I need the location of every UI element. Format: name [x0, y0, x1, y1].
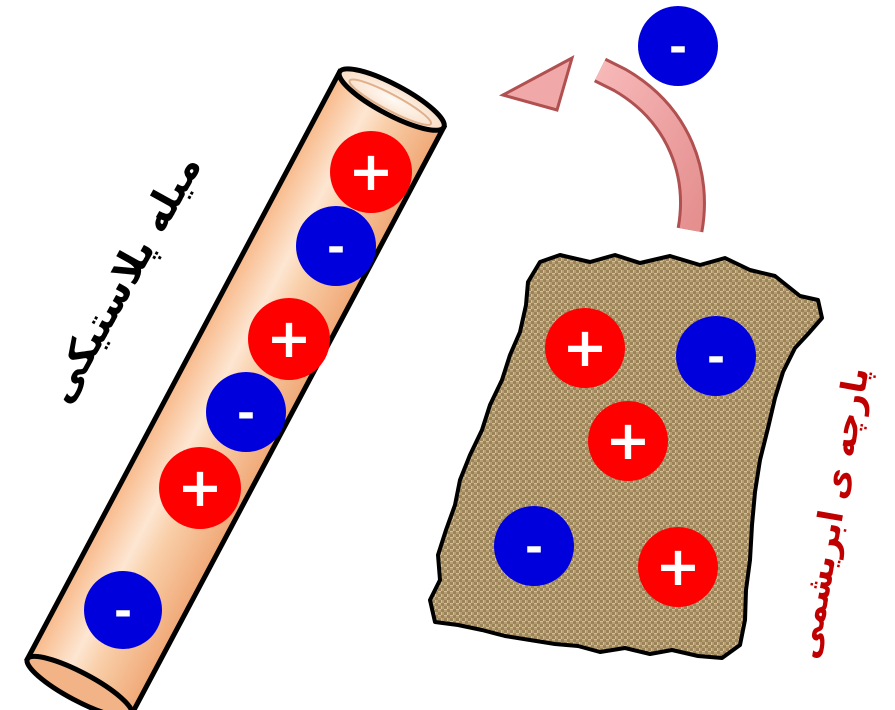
- rod-charge-negative: -: [206, 372, 286, 452]
- negative-sign: -: [237, 388, 255, 439]
- cloth-charge-positive: +: [588, 401, 668, 481]
- positive-sign: +: [177, 456, 222, 519]
- transfer-arrow: [503, 58, 692, 230]
- cloth-charge-negative: -: [494, 506, 574, 586]
- cloth-charge-positive: +: [638, 527, 718, 607]
- rod-charge-positive: +: [330, 131, 412, 213]
- rod-charge-negative: -: [84, 571, 162, 649]
- negative-sign: -: [669, 22, 687, 73]
- rod-charge-positive: +: [159, 447, 241, 529]
- cloth-charge-positive: +: [545, 308, 625, 388]
- positive-sign: +: [266, 307, 311, 370]
- positive-sign: +: [348, 140, 393, 203]
- positive-sign: +: [655, 535, 700, 598]
- negative-sign: -: [327, 222, 345, 273]
- negative-sign: -: [707, 332, 725, 383]
- transferring-electron: -: [638, 6, 718, 86]
- rod-charge-positive: +: [248, 298, 330, 380]
- negative-sign: -: [114, 586, 132, 637]
- positive-sign: +: [562, 316, 607, 379]
- cloth-charge-negative: -: [676, 316, 756, 396]
- positive-sign: +: [605, 409, 650, 472]
- negative-sign: -: [525, 522, 543, 573]
- cloth-label: پارچه ی ابریشمی: [787, 364, 878, 662]
- rod-charge-negative: -: [296, 206, 376, 286]
